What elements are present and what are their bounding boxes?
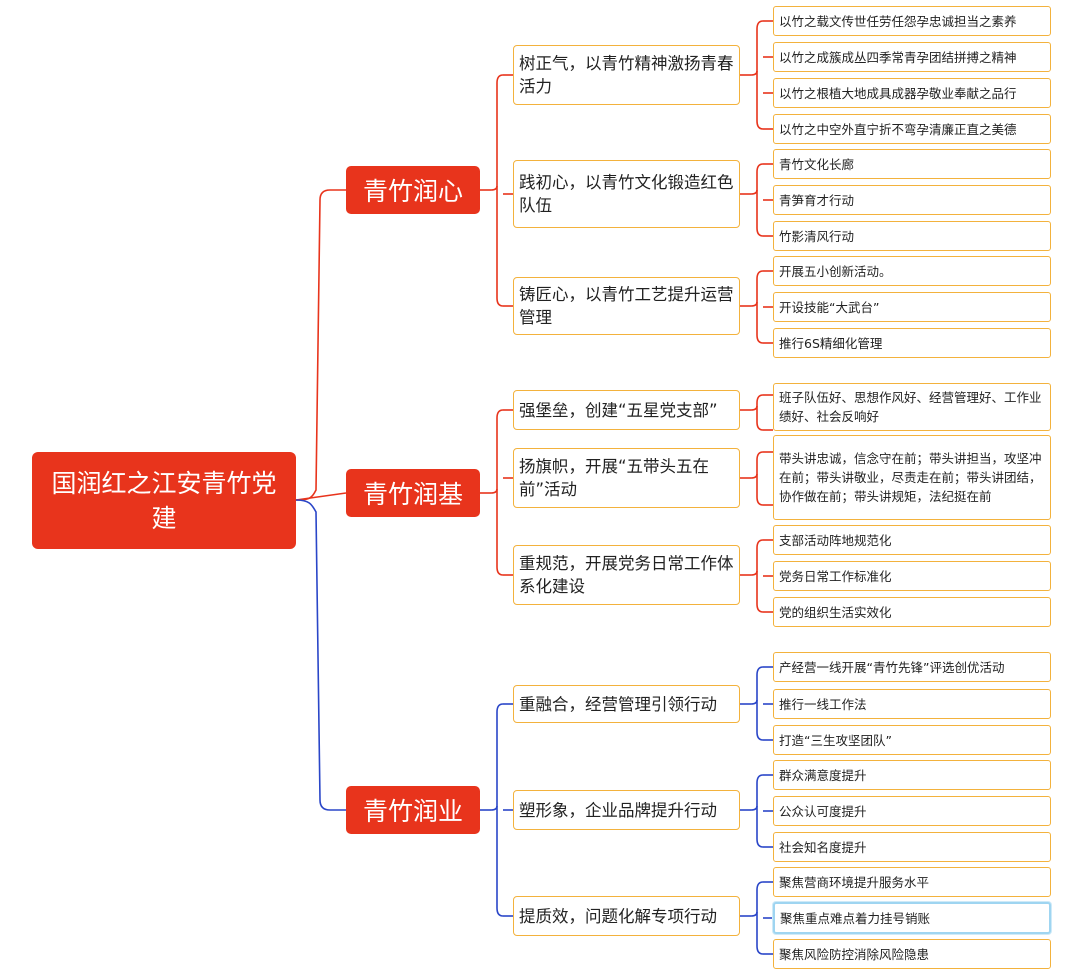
link-root-to-main-3 (295, 499, 346, 811)
leaf-3-1-3[interactable]: 打造“三生攻坚团队” (773, 725, 1051, 755)
root-topic[interactable]: 国润红之江安青竹党建 (32, 452, 296, 549)
leaf-1-1-3[interactable]: 以竹之根植大地成具成器孕敬业奉献之品行 (773, 78, 1051, 108)
bracket-sub-2-3-bar (756, 539, 764, 613)
leaf-2-3-2[interactable]: 党务日常工作标准化 (773, 561, 1051, 591)
bracket-sub-3-3-bar (756, 881, 764, 955)
bracket-sub-3-2-join (750, 805, 758, 811)
link-root-to-main-2 (295, 492, 347, 501)
leaf-3-1-2[interactable]: 推行一线工作法 (773, 689, 1051, 719)
main-topic-qingzhu-runji[interactable]: 青竹润基 (346, 469, 480, 517)
leaf-1-2-1[interactable]: 青竹文化长廊 (773, 149, 1051, 179)
bracket-sub-1-3-join (750, 301, 758, 307)
main-topic-qingzhu-runxin[interactable]: 青竹润心 (346, 166, 480, 214)
bracket-sub-2-3-join (750, 570, 758, 576)
leaf-1-3-3[interactable]: 推行6S精细化管理 (773, 328, 1051, 358)
bracket-sub-3-2-bar (756, 774, 764, 848)
leaf-3-2-1[interactable]: 群众满意度提升 (773, 760, 1051, 790)
leaf-1-2-3[interactable]: 竹影清风行动 (773, 221, 1051, 251)
subtopic-3-1[interactable]: 重融合，经营管理引领行动 (513, 685, 740, 723)
leaf-2-2-1[interactable]: 带头讲忠诚，信念守在前；带头讲担当，攻坚冲在前；带头讲敬业，尽责走在前；带头讲团… (773, 435, 1051, 520)
leaf-3-3-3[interactable]: 聚焦风险防控消除风险隐患 (773, 939, 1051, 969)
subtopic-1-2[interactable]: 践初心，以青竹文化锻造红色队伍 (513, 160, 740, 228)
leaf-1-1-4[interactable]: 以竹之中空外直宁折不弯孕清廉正直之美德 (773, 114, 1051, 144)
bracket-main-3-join (490, 805, 498, 811)
link-root-to-main-1 (295, 189, 346, 501)
bracket-sub-1-2-bar (756, 163, 764, 237)
leaf-2-1-1[interactable]: 班子队伍好、思想作风好、经营管理好、工作业绩好、社会反响好 (773, 383, 1051, 431)
leaf-3-2-2[interactable]: 公众认可度提升 (773, 796, 1051, 826)
subtopic-3-2[interactable]: 塑形象，企业品牌提升行动 (513, 790, 740, 830)
leaf-1-3-2[interactable]: 开设技能“大武台” (773, 292, 1051, 322)
bracket-main-2-bar (496, 409, 504, 576)
subtopic-3-3[interactable]: 提质效，问题化解专项行动 (513, 896, 740, 936)
leaf-3-3-1[interactable]: 聚焦营商环境提升服务水平 (773, 867, 1051, 897)
subtopic-2-1[interactable]: 强堡垒，创建“五星党支部” (513, 390, 740, 430)
leaf-3-1-1[interactable]: 产经营一线开展“青竹先锋”评选创优活动 (773, 652, 1051, 682)
leaf-2-3-3[interactable]: 党的组织生活实效化 (773, 597, 1051, 627)
bracket-sub-1-2-join (750, 189, 758, 195)
leaf-3-2-3[interactable]: 社会知名度提升 (773, 832, 1051, 862)
bracket-sub-1-3-bar (756, 270, 764, 344)
main-topic-qingzhu-runye[interactable]: 青竹润业 (346, 786, 480, 834)
leaf-1-2-2[interactable]: 青笋育才行动 (773, 185, 1051, 215)
subtopic-2-3[interactable]: 重规范，开展党务日常工作体系化建设 (513, 545, 740, 605)
bracket-main-1-join (490, 185, 498, 191)
leaf-1-1-1[interactable]: 以竹之载文传世任劳任怨孕忠诚担当之素养 (773, 6, 1051, 36)
subtopic-1-3[interactable]: 铸匠心，以青竹工艺提升运营管理 (513, 277, 740, 335)
bracket-main-1-bar (496, 74, 504, 307)
bracket-sub-2-1-bar (756, 394, 764, 431)
bracket-sub-2-2-bar (756, 451, 764, 506)
bracket-sub-2-1-join (750, 405, 758, 411)
leaf-3-3-2-selected[interactable]: 聚焦重点难点着力挂号销账 (773, 902, 1051, 934)
leaf-2-3-1[interactable]: 支部活动阵地规范化 (773, 525, 1051, 555)
bracket-main-2-join (490, 488, 498, 494)
bracket-sub-3-1-bar (756, 666, 764, 741)
leaf-1-1-2[interactable]: 以竹之成簇成丛四季常青孕团结拼搏之精神 (773, 42, 1051, 72)
bracket-sub-1-1-bar (756, 20, 764, 130)
bracket-main-3-bar (496, 703, 504, 917)
subtopic-1-1[interactable]: 树正气，以青竹精神激扬青春活力 (513, 45, 740, 105)
bracket-sub-1-1-join (750, 70, 758, 76)
leaf-1-3-1[interactable]: 开展五小创新活动。 (773, 256, 1051, 286)
bracket-sub-3-3-join (750, 911, 758, 917)
bracket-sub-2-2-join (750, 473, 758, 479)
subtopic-2-2[interactable]: 扬旗帜，开展“五带头五在前”活动 (513, 448, 740, 508)
bracket-sub-3-1-join (750, 699, 758, 705)
